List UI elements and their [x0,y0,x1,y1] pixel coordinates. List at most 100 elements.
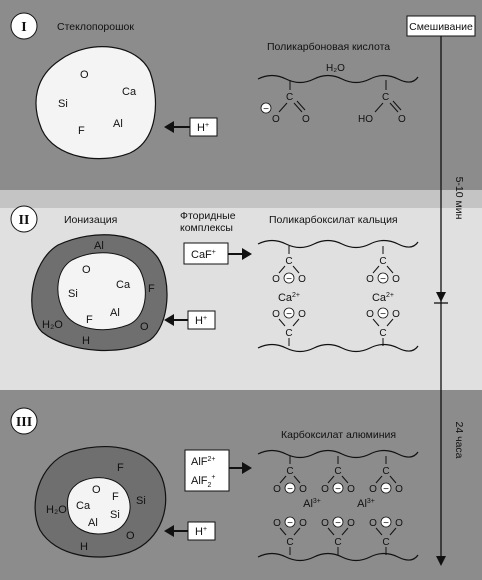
timeline-arrow-1 [436,292,446,302]
bond [293,475,301,484]
bond [293,102,303,113]
oxygen: O [302,114,310,125]
negative-charge-badge [380,516,392,528]
acid-title: Поликарбоновая кислота [267,41,390,53]
cation-label: CaF+ [191,249,216,261]
negative-charge: − [286,309,292,320]
metal-ion: Ca2+ [278,292,300,304]
band-panel-2-top-fade [0,190,482,210]
proton-label: H+ [195,526,207,538]
arrow-head [164,525,174,537]
complex-2-label: AlF2+ [191,474,216,489]
core-fluorine: F [86,314,93,326]
oxygen: O [299,518,307,529]
particle-aluminum: Al [113,118,123,130]
oxygen: O [395,484,403,495]
negative-charge: − [335,518,341,529]
ion-symbol: Ca [278,292,293,304]
polymer-chain-bottom [257,343,419,353]
oxygen: O [347,518,355,529]
carbon: C [334,466,341,477]
arrow-head [242,462,252,474]
water-label: H₂O [326,63,345,74]
bond [327,475,335,484]
rim-water: H₂O [42,319,63,331]
negative-charge: − [287,518,293,529]
carbon: C [285,256,292,267]
bond [279,475,287,484]
rim-hydrogen: H [80,541,88,553]
panel-3: III Карбоксилат алюминия F Si O H₂O H O … [10,407,419,562]
core-oxygen: O [82,264,91,276]
negative-charge-badge [380,482,392,494]
glass-core [67,477,131,535]
polymer-chain [257,74,419,84]
polymer-chain-top [257,239,419,249]
bond [386,318,394,327]
fluoride-complexes-title-1: Фторидные [180,210,236,222]
negative-charge: − [380,274,386,285]
oxygen: O [366,309,374,320]
oxygen: O [395,518,403,529]
proton-box [187,521,216,541]
bond [279,527,287,536]
particle-calcium: Ca [122,86,137,98]
negative-charge-badge [377,307,389,319]
panel-number: II [19,213,30,228]
ion-symbol: Al [303,498,313,510]
oxygen: O [347,484,355,495]
arrow-head [164,121,174,133]
bond [341,475,349,484]
carbon: C [285,328,292,339]
fluoride-complexes-title-2: комплексы [180,222,233,234]
glass-powder-title: Стеклопорошок [57,21,134,33]
carbon: C [382,537,389,548]
bond [372,265,380,274]
rim-fluorine: F [148,283,155,295]
rim-fluorine: F [117,462,124,474]
metal-ion: Ca2+ [372,292,394,304]
negative-charge-badge [284,482,296,494]
proton-release: H+ [164,117,218,137]
oxygen: O [392,309,400,320]
oxygen: O [369,484,377,495]
negative-charge: − [335,484,341,495]
proton-box [187,310,216,330]
bond [292,318,300,327]
core-silicon: Si [68,288,78,300]
bond [372,318,380,327]
negative-charge-badge [283,307,295,319]
glass-particle [35,46,157,160]
bond [389,102,399,113]
negative-charge: − [286,274,292,285]
time-label-first: 5-10 мин [453,177,465,220]
oxygen: O [366,274,374,285]
oxygen: O [321,484,329,495]
panel-number-badge [10,205,38,233]
rim-silicon: Si [136,495,146,507]
negative-charge-badge [284,516,296,528]
oxygen: O [392,274,400,285]
carbon: C [379,328,386,339]
cation-release: CaF+ [183,242,252,265]
mixing-label: Смешивание [409,21,473,33]
negative-charge: − [383,518,389,529]
bond [278,265,286,274]
panel-2: II Ионизация Фторидные комплексы Поликар… [10,205,419,353]
bond [278,318,286,327]
negative-charge: − [263,104,269,115]
oxygen: O [398,114,406,125]
panel-number-badge [10,407,38,435]
negative-charge-badge [377,272,389,284]
proton-label: H+ [195,315,207,327]
bond [392,100,402,111]
bond [292,265,300,274]
negative-charge-badge [260,102,272,114]
negative-charge: − [380,309,386,320]
panel-1: I Стеклопорошок O Ca Si F Al H+ Поликарб… [10,12,419,160]
core-fluorine: F [112,491,119,503]
rim-oxygen: O [140,321,149,333]
carbon: C [382,92,389,103]
